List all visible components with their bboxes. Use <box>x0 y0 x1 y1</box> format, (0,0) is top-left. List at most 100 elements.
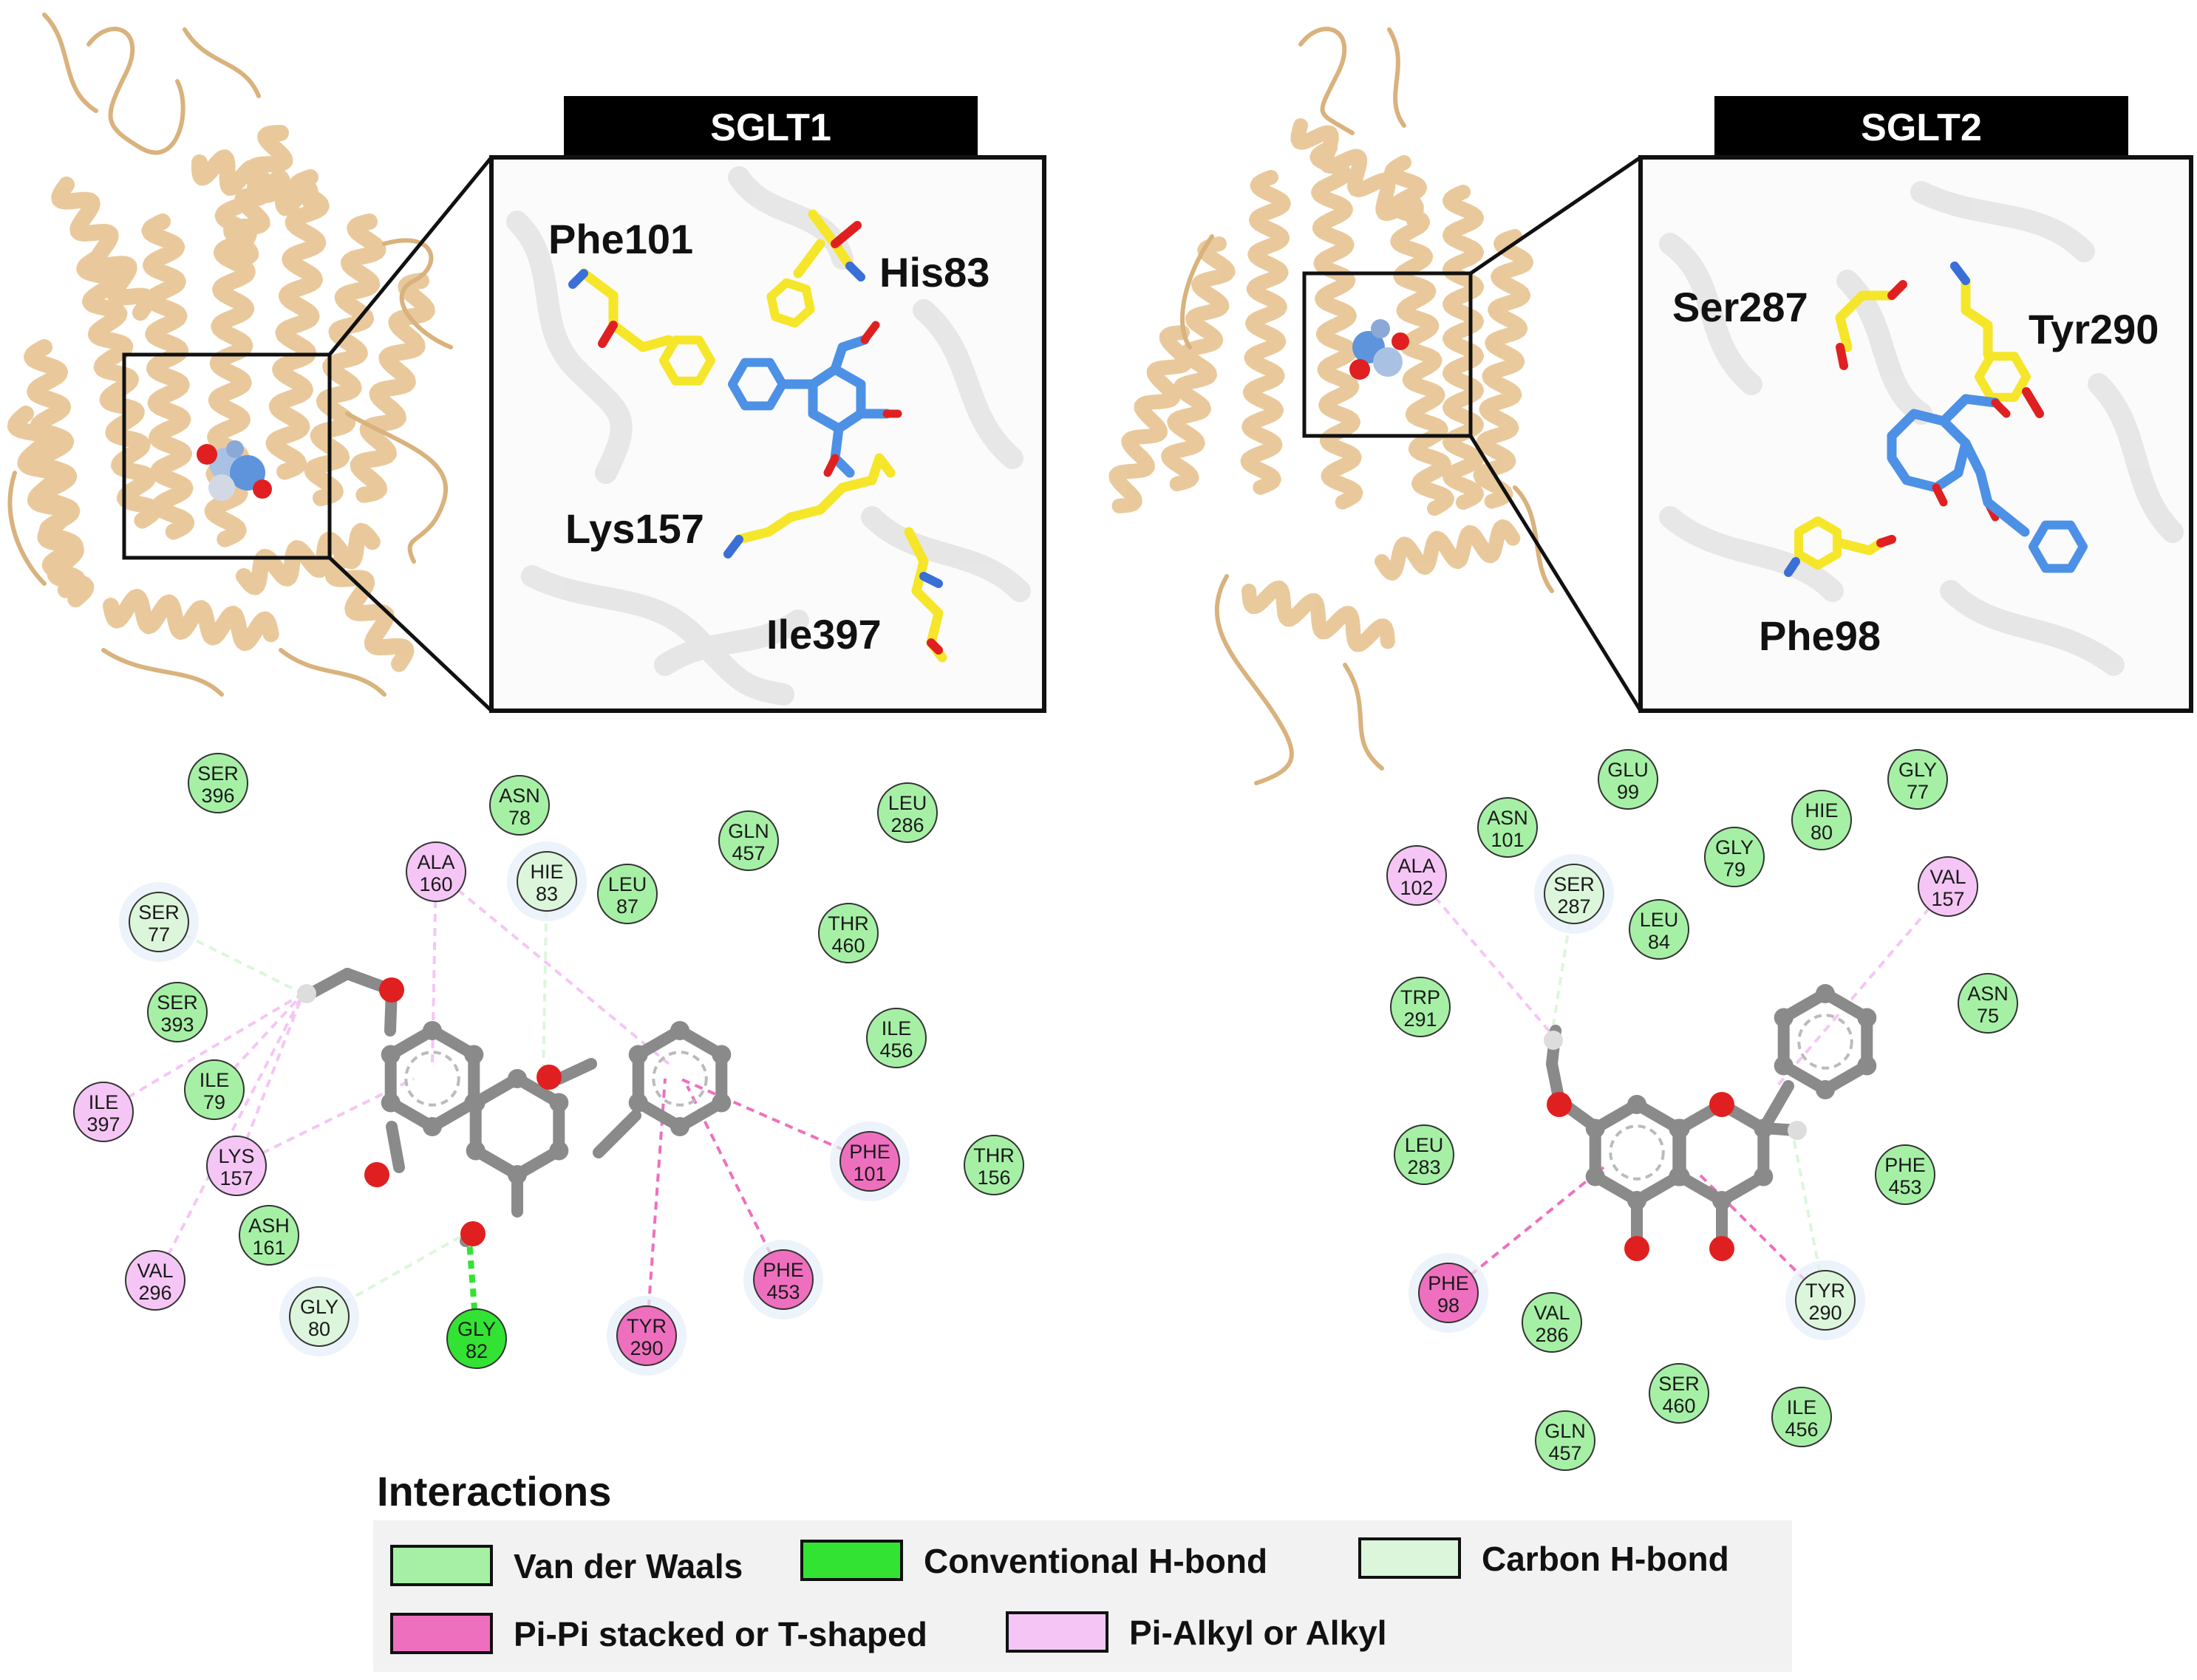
stick-bond <box>1983 497 2030 537</box>
inset-background-ribbon <box>521 565 794 706</box>
sglt1-header: SGLT1 <box>710 106 831 149</box>
residue-circle <box>1394 1124 1454 1185</box>
stick-bond <box>1887 409 1971 493</box>
residue-number: 290 <box>1808 1302 1842 1324</box>
residue-circle <box>125 1250 185 1311</box>
residue-circle <box>1875 1144 1935 1205</box>
residue-number: 102 <box>1400 877 1433 899</box>
stick-bond <box>1794 516 1842 570</box>
protein-helix <box>304 214 386 507</box>
stick-bond <box>568 269 588 289</box>
stick-bond <box>1938 394 2000 426</box>
protein-helix <box>103 589 279 652</box>
residue-number: 287 <box>1557 895 1590 918</box>
residue-circle <box>1386 845 1447 906</box>
inset-background-ribbon <box>1659 506 1844 602</box>
sglt2-zoom-box <box>1302 271 1473 438</box>
stick-bond <box>1975 352 2031 402</box>
stick-bond <box>734 475 877 544</box>
residue-label-phe98: Phe98 <box>1759 612 1881 659</box>
interaction-line <box>1776 885 1949 1087</box>
inset-background-ribbon <box>1659 233 1762 395</box>
ligand-atom <box>1754 1119 1774 1138</box>
residue-circle <box>597 864 658 924</box>
residue-number: 98 <box>1437 1294 1459 1317</box>
ligand-atom <box>1624 1236 1649 1261</box>
stick-bond <box>1876 535 1896 547</box>
residue-circle <box>1477 797 1538 858</box>
residue-circle <box>1958 973 2018 1034</box>
ligand-atom <box>628 1093 648 1113</box>
residue-circle <box>289 1286 350 1347</box>
ligand-atom <box>1788 1121 1807 1140</box>
protein-loop <box>279 648 386 697</box>
stick-bond <box>728 358 787 411</box>
residue-name: LYS <box>218 1145 254 1167</box>
ligand-atom <box>1627 1191 1646 1210</box>
residue-name: VAL <box>1533 1302 1570 1324</box>
residue-number: 296 <box>138 1282 171 1304</box>
sglt2-header: SGLT2 <box>1861 106 1982 149</box>
ligand-atom <box>712 1045 732 1065</box>
protein-loop <box>1180 234 1214 349</box>
inset-background-ribbon <box>654 609 809 676</box>
protein-helix <box>1241 580 1395 652</box>
residue-name: LEU <box>1405 1134 1444 1156</box>
residue-name: TYR <box>627 1315 667 1337</box>
legend-swatch <box>390 1613 493 1654</box>
residue-circle <box>489 775 550 836</box>
ligand-ring <box>469 1073 565 1181</box>
sglt2-binding-site-inset: SGLT2 Ser287 Tyr290 Phe98 <box>1638 96 2193 713</box>
stick-bond <box>1991 398 2011 418</box>
residue-number: 157 <box>1931 888 1964 910</box>
residue-circle <box>1771 1387 1832 1447</box>
stick-bond <box>1835 290 1897 352</box>
residue-circle <box>517 851 577 912</box>
residue-number: 101 <box>1491 829 1524 851</box>
residue-name: PHE <box>1428 1272 1469 1294</box>
residue-name: GLN <box>1544 1420 1586 1442</box>
interaction-line <box>158 921 304 995</box>
stick-bond <box>1887 280 1907 300</box>
stick-bond <box>1950 262 1970 285</box>
ligand-atom <box>1857 1008 1877 1028</box>
residue-label-ile397: Ile397 <box>766 611 882 658</box>
residue-label-tyr290: Tyr290 <box>2029 306 2159 352</box>
residue-number: 80 <box>1811 822 1833 844</box>
residue-circle <box>1544 864 1604 924</box>
residue-name: LEU <box>608 873 647 895</box>
residue-name: HIE <box>1805 799 1838 822</box>
ligand-atom <box>1774 1008 1794 1028</box>
ligand-atom <box>1670 1167 1690 1186</box>
residue-circle <box>753 1249 814 1310</box>
ligand-atom <box>1754 1167 1774 1186</box>
protein-loop <box>101 648 224 697</box>
residue-number: 453 <box>766 1281 800 1303</box>
sglt2-protein-structure <box>1108 27 1554 785</box>
ligand-ring <box>1674 1099 1770 1206</box>
residue-number: 460 <box>1662 1395 1695 1417</box>
residue-name: ILE <box>89 1091 119 1113</box>
residue-number: 457 <box>1548 1442 1581 1464</box>
stick-bond <box>845 262 865 281</box>
residue-name: PHE <box>849 1141 890 1163</box>
legend-conventional-hbond: Conventional H-bond <box>800 1540 1267 1581</box>
stick-bond <box>793 239 825 279</box>
